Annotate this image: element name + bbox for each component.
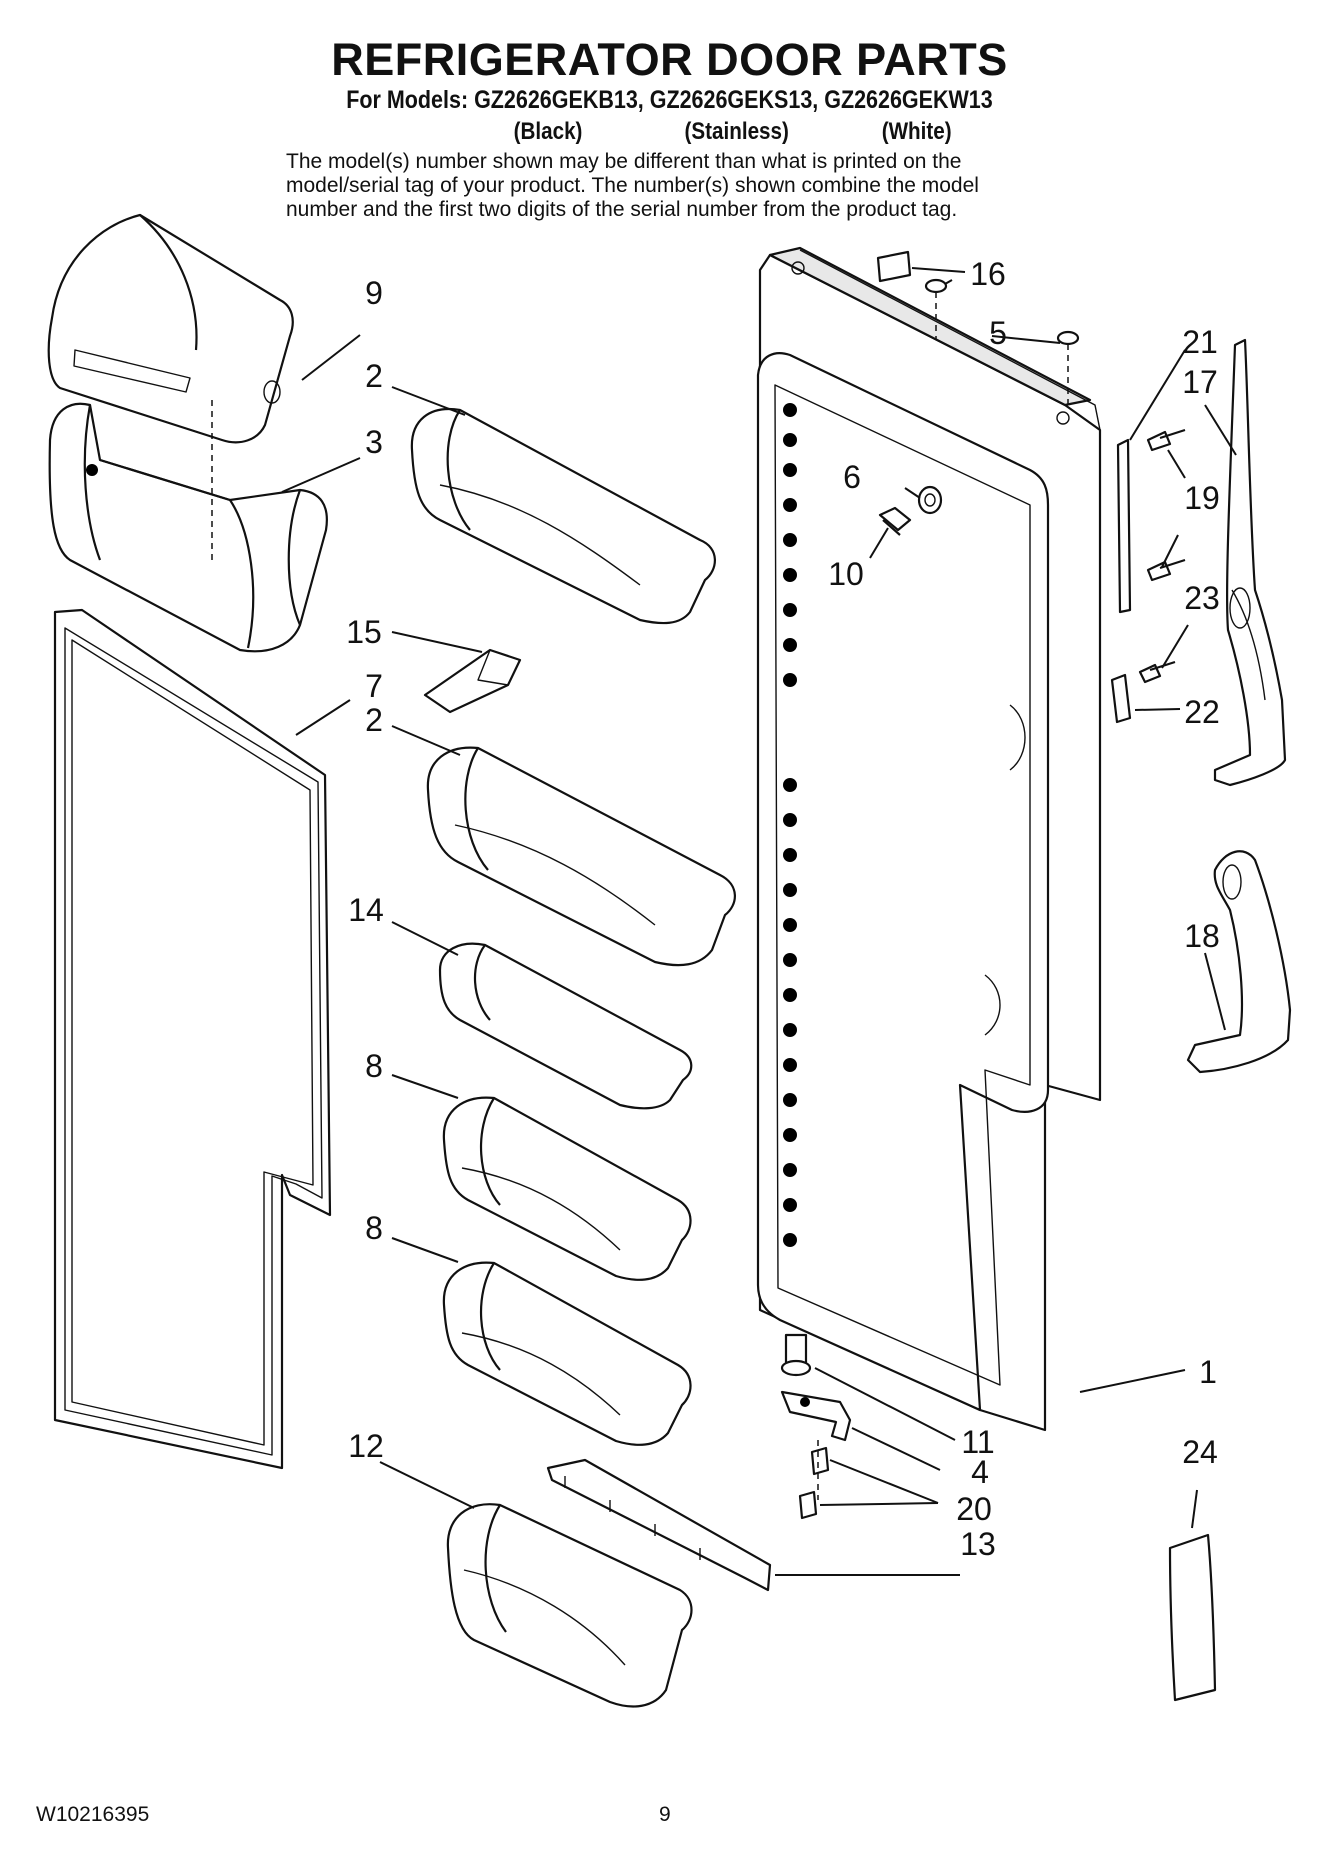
part-screw-5 bbox=[924, 278, 1080, 410]
model-variants: (Black) (Stainless) (White) bbox=[0, 118, 1339, 148]
part-door-bin-8-upper bbox=[442, 1096, 692, 1281]
part-card-24 bbox=[1168, 1533, 1217, 1702]
callout-12: 12 bbox=[348, 1428, 384, 1464]
part-screws-19 bbox=[1146, 428, 1186, 582]
part-door-gasket bbox=[53, 608, 332, 1470]
callout-16: 16 bbox=[970, 256, 1006, 292]
part-top-plug-16 bbox=[876, 250, 912, 283]
callout-20: 20 bbox=[956, 1491, 992, 1527]
callout-2-middle: 2 bbox=[365, 702, 383, 738]
part-screw-23 bbox=[1138, 660, 1176, 684]
callout-1: 1 bbox=[1199, 1354, 1217, 1390]
callout-5: 5 bbox=[989, 315, 1007, 351]
variant-white: (White) bbox=[881, 118, 952, 145]
part-dairy-compartment bbox=[48, 402, 328, 653]
part-door-bin-14 bbox=[438, 942, 693, 1110]
variant-black: (Black) bbox=[513, 118, 583, 145]
callout-10: 10 bbox=[828, 556, 864, 592]
part-dairy-door bbox=[47, 213, 294, 444]
page-title: REFRIGERATOR DOOR PARTS bbox=[331, 34, 1008, 85]
note-line: number and the first two digits of the s… bbox=[286, 198, 958, 221]
callout-22: 22 bbox=[1184, 694, 1220, 730]
callout-13: 13 bbox=[960, 1526, 996, 1562]
variant-stainless: (Stainless) bbox=[684, 118, 789, 145]
callout-8-upper: 8 bbox=[365, 1048, 383, 1084]
part-hinge-4 bbox=[780, 1390, 852, 1442]
part-bushing-6 bbox=[917, 485, 943, 515]
door-liner-dimples bbox=[783, 403, 797, 1247]
callout-17: 17 bbox=[1182, 364, 1218, 400]
part-hinge-strip-21 bbox=[1116, 438, 1132, 614]
part-door-bin-2-top bbox=[410, 407, 716, 625]
part-door-bin-2-middle bbox=[426, 746, 736, 967]
callout-19: 19 bbox=[1184, 480, 1220, 516]
part-mount-22 bbox=[1110, 673, 1132, 724]
model-note: The model(s) number shown may be differe… bbox=[286, 150, 1086, 222]
callout-14: 14 bbox=[348, 892, 384, 928]
callout-3: 3 bbox=[365, 424, 383, 460]
part-bracket-15 bbox=[423, 648, 522, 714]
callout-7: 7 bbox=[365, 668, 383, 704]
callout-23: 23 bbox=[1184, 580, 1220, 616]
callout-8-lower: 8 bbox=[365, 1210, 383, 1246]
part-handle-18 bbox=[1186, 850, 1292, 1074]
part-door-bin-12 bbox=[446, 1503, 693, 1708]
document-number: W10216395 bbox=[36, 1803, 150, 1826]
callout-11: 11 bbox=[961, 1424, 995, 1460]
callout-9: 9 bbox=[365, 275, 383, 311]
part-screws-20 bbox=[798, 1440, 830, 1520]
page-number: 9 bbox=[659, 1803, 671, 1826]
model-list: For Models: GZ2626GEKB13, GZ2626GEKS13, … bbox=[346, 86, 993, 114]
part-bin-rail-13 bbox=[546, 1458, 772, 1592]
callout-21: 21 bbox=[1182, 324, 1218, 360]
note-line: model/serial tag of your product. The nu… bbox=[286, 174, 979, 197]
part-hinge-pin-11 bbox=[780, 1333, 812, 1377]
callout-6: 6 bbox=[843, 459, 861, 495]
callout-leaders bbox=[281, 267, 1237, 1576]
part-screw-10 bbox=[878, 506, 912, 536]
part-handle-17 bbox=[1213, 338, 1287, 787]
callout-24: 24 bbox=[1182, 1434, 1218, 1470]
callout-2-top: 2 bbox=[365, 358, 383, 394]
callout-18: 18 bbox=[1184, 918, 1220, 954]
note-line: The model(s) number shown may be differe… bbox=[286, 150, 962, 173]
callout-4: 4 bbox=[971, 1454, 989, 1490]
callout-15: 15 bbox=[346, 614, 382, 650]
part-door-bin-8-lower bbox=[442, 1261, 692, 1446]
part-door-assembly bbox=[756, 246, 1102, 1432]
